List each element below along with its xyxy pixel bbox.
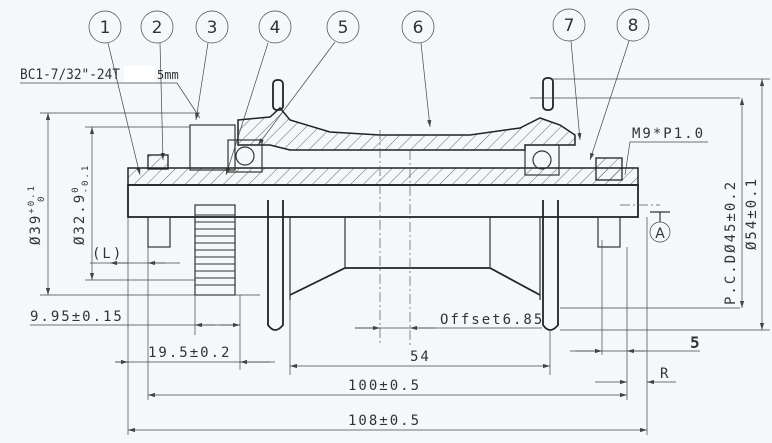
balloon-3: 3 [195, 10, 229, 121]
dim-d54: Ø54±0.1 [744, 79, 765, 330]
balloon-2: 2 [140, 10, 174, 161]
svg-text:Ø32.90-0.1: Ø32.90-0.1 [71, 164, 91, 245]
dim-offset: Offset6.85 [355, 312, 544, 331]
balloon-6: 6 [401, 10, 435, 128]
svg-text:108±0.5: 108±0.5 [348, 413, 421, 429]
spline-label: BC1-7/32"-24T [20, 67, 121, 83]
svg-text:100±0.5: 100±0.5 [348, 378, 421, 394]
svg-text:A: A [655, 226, 665, 242]
svg-text:(L): (L) [92, 246, 123, 262]
spline-suffix: 5mm [157, 68, 179, 82]
balloon-1: 1 [88, 10, 141, 176]
part-balloons: 1 2 3 4 5 6 7 8 [88, 8, 650, 176]
dim-d39: Ø39+0.10 [27, 113, 51, 295]
svg-text:6: 6 [413, 18, 424, 38]
dim-L: (L) [90, 246, 180, 266]
svg-text:Ø39+0.10: Ø39+0.10 [27, 184, 47, 245]
svg-text:Offset6.85: Offset6.85 [440, 312, 544, 328]
svg-text:R: R [660, 366, 670, 382]
svg-text:9.95±0.15: 9.95±0.15 [30, 309, 124, 325]
svg-text:19.5±0.2: 19.5±0.2 [148, 345, 231, 361]
dim-5: 5 [570, 333, 702, 354]
datum-a: A [649, 211, 671, 243]
svg-text:2: 2 [152, 18, 163, 38]
svg-text:M9*P1.0: M9*P1.0 [632, 126, 705, 142]
svg-text:Ø54±0.1: Ø54±0.1 [744, 177, 760, 250]
svg-text:54: 54 [410, 349, 431, 365]
balloon-7: 7 [552, 8, 586, 141]
dim-R: R [595, 366, 676, 385]
dim-108: 108±0.5 [128, 413, 647, 433]
freehub-splines [195, 214, 235, 286]
svg-text:P.C.DØ45±0.2: P.C.DØ45±0.2 [723, 180, 739, 305]
extension-lines [40, 78, 770, 435]
dim-pcd: P.C.DØ45±0.2 [723, 98, 745, 308]
svg-text:1: 1 [100, 18, 111, 38]
balloon-4: 4 [225, 10, 292, 176]
svg-text:7: 7 [564, 16, 575, 36]
dim-19-5: 19.5±0.2 [115, 345, 275, 365]
svg-text:5: 5 [690, 333, 702, 352]
dim-100: 100±0.5 [148, 378, 627, 398]
svg-text:5: 5 [338, 18, 349, 38]
balloon-8: 8 [589, 8, 650, 161]
dim-54: 54 [290, 349, 550, 369]
dim-9-95: 9.95±0.15 [30, 309, 240, 328]
dimensions: Ø39+0.10 Ø32.90-0.1 (L) 9.95±0.15 19.5±0… [27, 79, 765, 433]
hub-shell [127, 77, 639, 331]
svg-text:8: 8 [628, 16, 639, 36]
dim-d32-9: Ø32.90-0.1 [71, 127, 95, 280]
svg-text:4: 4 [270, 18, 281, 38]
masking-patch [124, 66, 154, 82]
spline-annotation: BC1-7/32"-24T 5mm [20, 66, 201, 119]
thread-annotation: M9*P1.0 [624, 126, 708, 176]
svg-text:3: 3 [207, 18, 218, 38]
